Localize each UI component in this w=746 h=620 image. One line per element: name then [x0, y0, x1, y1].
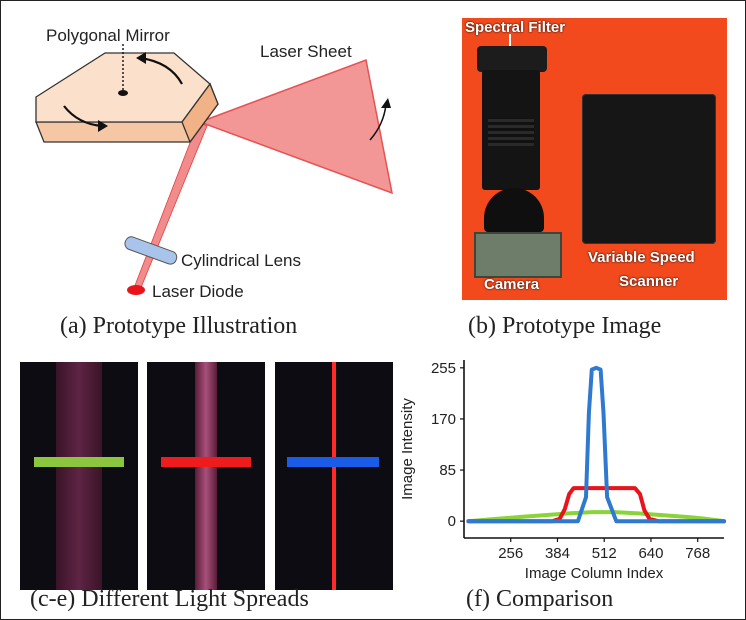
rotation-arrowhead-top — [136, 52, 146, 64]
light-band-narrow — [332, 362, 336, 590]
marker-bar-blue — [287, 457, 379, 467]
spread-image-e — [275, 362, 393, 590]
label-laser-diode: Laser Diode — [152, 282, 244, 301]
label-polygonal-mirror: Polygonal Mirror — [46, 26, 170, 45]
label-scanner-line2: Scanner — [619, 273, 679, 290]
marker-bar-green — [34, 457, 124, 467]
spread-image-c — [20, 362, 138, 590]
x-tick-label: 256 — [498, 545, 523, 562]
lens-filter-cap — [477, 46, 547, 72]
y-tick-label: 85 — [439, 462, 456, 479]
laser-diode — [127, 285, 145, 295]
y-tick-label: 0 — [448, 513, 456, 530]
caption-f: (f) Comparison — [466, 586, 614, 612]
y-axis-label: Image Intensity — [399, 398, 416, 500]
series-line-2 — [466, 510, 726, 524]
caption-b: (b) Prototype Image — [468, 313, 662, 339]
x-tick-label: 512 — [592, 545, 617, 562]
laser-sheet-shape — [197, 58, 393, 195]
marker-bar-red — [161, 457, 251, 467]
camera-mount — [484, 188, 544, 232]
polygonal-mirror-top — [35, 52, 211, 123]
prototype-photo: Spectral Filter Camera Variable Speed Sc… — [462, 18, 727, 300]
label-spectral-filter: Spectral Filter — [465, 19, 566, 36]
caption-ce: (c-e) Different Light Spreads — [30, 586, 309, 612]
mirror-axis-hole — [118, 90, 128, 96]
spectral-filter-arrow — [509, 34, 511, 48]
prototype-illustration: Polygonal Mirror Laser Sheet Cylindrical… — [35, 26, 393, 301]
camera-board — [474, 232, 562, 278]
caption-a: (a) Prototype Illustration — [60, 313, 298, 339]
label-scanner-line1: Variable Speed — [588, 249, 695, 266]
label-laser-sheet: Laser Sheet — [260, 42, 352, 61]
light-band-medium — [195, 362, 217, 590]
x-tick-label: 384 — [545, 545, 570, 562]
sheet-sweep-arrowhead — [381, 98, 391, 108]
spread-image-d — [147, 362, 265, 590]
label-cylindrical-lens: Cylindrical Lens — [181, 251, 301, 270]
x-tick-label: 768 — [685, 545, 710, 562]
series-line-0 — [466, 365, 726, 524]
x-tick-label: 640 — [638, 545, 663, 562]
x-axis-label: Image Column Index — [525, 565, 664, 582]
scanner-box — [582, 94, 716, 244]
rotation-arrowhead-bottom — [98, 120, 108, 132]
y-tick-label: 170 — [431, 411, 456, 428]
light-band-wide — [56, 362, 102, 590]
cylindrical-lens — [124, 236, 178, 265]
y-tick-label: 255 — [431, 360, 456, 377]
label-camera: Camera — [484, 276, 540, 293]
polygonal-mirror-face — [181, 82, 219, 144]
lens-ring — [488, 118, 534, 146]
